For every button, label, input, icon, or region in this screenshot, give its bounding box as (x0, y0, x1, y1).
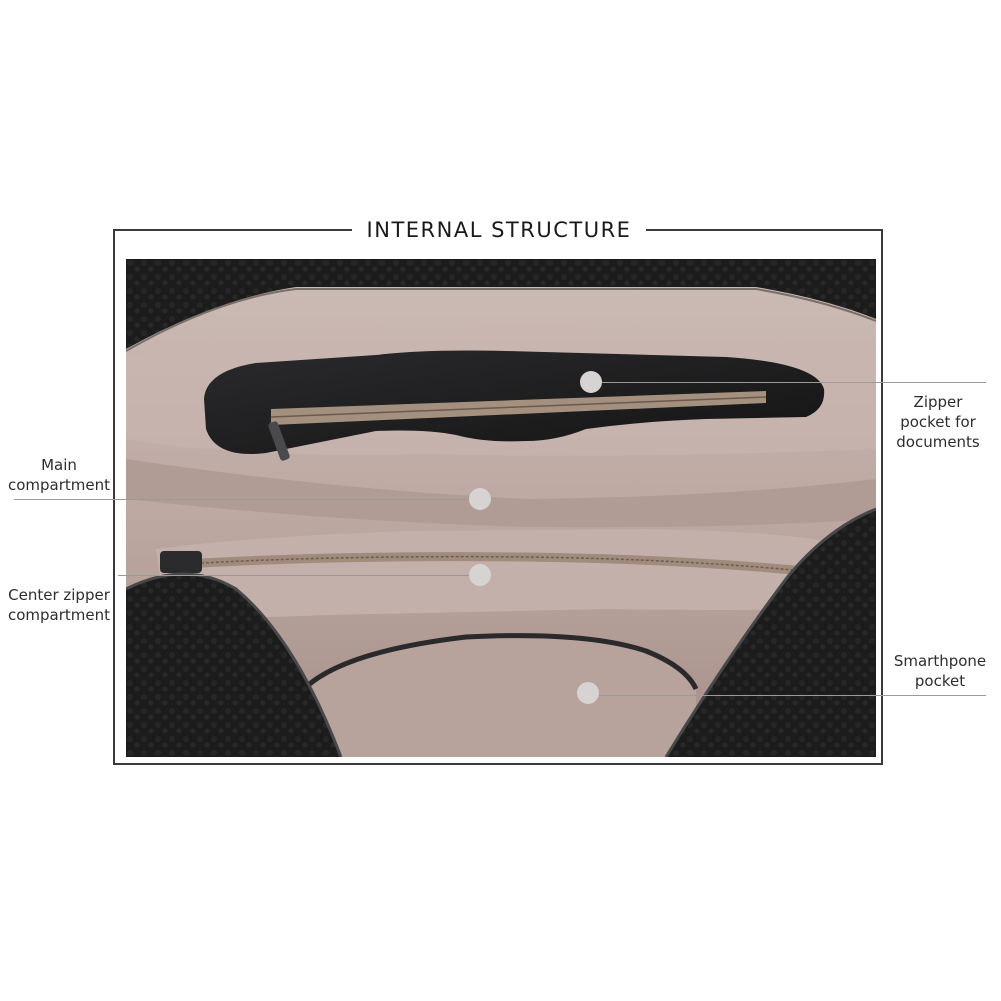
callout-line: Main (41, 456, 77, 474)
callout-center-zipper: Center zipper compartment (0, 585, 118, 625)
callout-line: pocket (914, 672, 966, 690)
callout-smartphone-pocket: Smarthpone pocket (884, 651, 996, 691)
callout-line: Center zipper (8, 586, 110, 604)
leader-line-smartphone (598, 695, 986, 696)
leader-line-zipper (600, 382, 986, 383)
callout-line: Zipper (913, 393, 963, 411)
callout-line: Smarthpone (893, 652, 987, 670)
page-title: INTERNAL STRUCTURE (366, 218, 632, 242)
title-gap (352, 222, 646, 238)
callout-zipper-pocket: Zipper pocket for documents (888, 392, 988, 452)
callout-line: compartment (7, 606, 111, 624)
callout-line: documents (896, 433, 980, 451)
leader-line-center (118, 575, 480, 576)
bag-interior-photo (126, 259, 876, 757)
callout-main-compartment: Main compartment (0, 455, 118, 495)
callout-line: compartment (7, 476, 111, 494)
leader-line-main (14, 499, 480, 500)
callout-line: pocket for (900, 413, 976, 431)
